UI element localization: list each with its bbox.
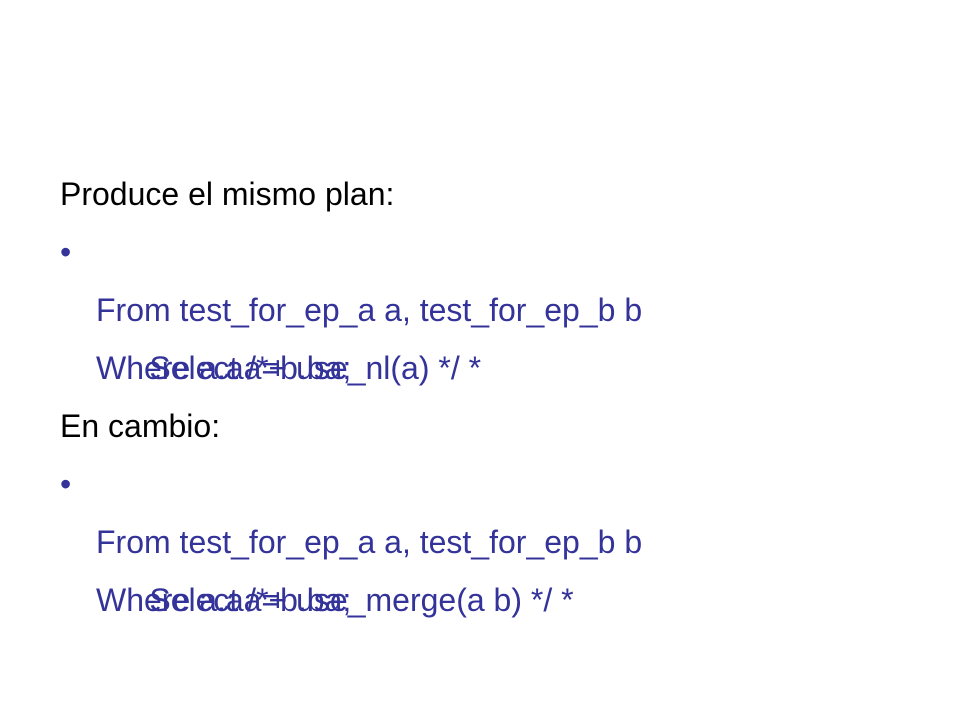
sql-line-select: Select /*+ use_nl(a) */ * bbox=[149, 350, 482, 386]
slide-content: Produce el mismo plan: • Select /*+ use_… bbox=[60, 165, 642, 629]
sql-line-where: Where a.aa=b.ba; bbox=[96, 350, 352, 386]
sql-line-where: Where a.aa=b.ba; bbox=[96, 582, 352, 618]
section-heading-instead: En cambio: bbox=[60, 408, 221, 444]
sql-query-use-merge-select: • Select /*+ use_merge(a b) */ * bbox=[60, 455, 642, 618]
sql-line-from: From test_for_ep_a a, test_for_ep_b b bbox=[96, 524, 643, 560]
sql-line-from: From test_for_ep_a a, test_for_ep_b b bbox=[96, 292, 643, 328]
bullet-icon: • bbox=[60, 234, 72, 270]
section-heading-same-plan: Produce el mismo plan: bbox=[60, 176, 395, 212]
bullet-icon: • bbox=[60, 466, 72, 502]
sql-query-use-nl-select: • Select /*+ use_nl(a) */ * bbox=[60, 223, 642, 386]
sql-line-select: Select /*+ use_merge(a b) */ * bbox=[149, 582, 574, 618]
